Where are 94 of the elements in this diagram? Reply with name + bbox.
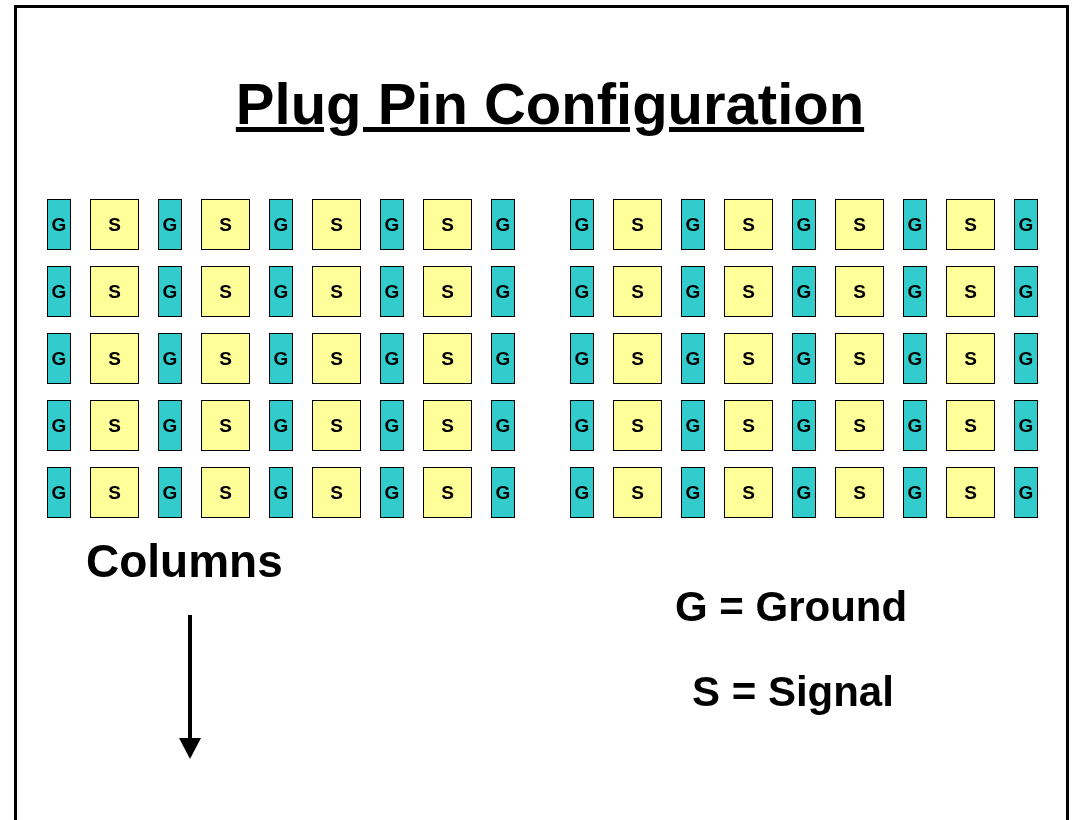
signal-pin: S [724,467,773,518]
signal-pin: S [724,400,773,451]
ground-pin: G [792,467,816,518]
signal-pin: S [613,333,662,384]
signal-pin: S [90,467,139,518]
ground-pin: G [570,333,594,384]
ground-pin: G [1014,333,1038,384]
ground-pin: G [792,333,816,384]
ground-pin: G [903,266,927,317]
ground-pin: G [903,199,927,250]
ground-pin: G [269,199,293,250]
ground-pin: G [1014,199,1038,250]
ground-pin: G [681,467,705,518]
signal-pin: S [312,467,361,518]
signal-pin: S [423,199,472,250]
signal-pin: S [201,467,250,518]
ground-pin: G [903,400,927,451]
ground-pin: G [269,467,293,518]
ground-pin: G [681,333,705,384]
ground-pin: G [47,467,71,518]
signal-pin: S [90,333,139,384]
ground-pin: G [681,400,705,451]
ground-pin: G [1014,400,1038,451]
signal-pin: S [201,199,250,250]
ground-pin: G [792,199,816,250]
ground-pin: G [903,333,927,384]
signal-pin: S [613,199,662,250]
ground-pin: G [269,400,293,451]
ground-pin: G [792,266,816,317]
ground-pin: G [380,400,404,451]
signal-pin: S [724,199,773,250]
signal-pin: S [90,400,139,451]
signal-pin: S [946,467,995,518]
ground-pin: G [491,199,515,250]
ground-pin: G [158,199,182,250]
signal-pin: S [423,400,472,451]
signal-pin: S [946,333,995,384]
legend-text: G = Ground [675,583,908,631]
ground-pin: G [47,199,71,250]
signal-pin: S [90,199,139,250]
signal-pin: S [724,333,773,384]
signal-pin: S [423,266,472,317]
ground-pin: G [570,199,594,250]
ground-pin: G [491,333,515,384]
signal-pin: S [946,400,995,451]
signal-pin: S [724,266,773,317]
ground-pin: G [47,266,71,317]
ground-pin: G [47,333,71,384]
signal-pin: S [423,467,472,518]
signal-pin: S [613,467,662,518]
signal-pin: S [201,333,250,384]
signal-pin: S [835,199,884,250]
signal-pin: S [312,333,361,384]
signal-pin: S [423,333,472,384]
axis-label: Columns [86,534,283,588]
ground-pin: G [47,400,71,451]
ground-pin: G [570,266,594,317]
signal-pin: S [90,266,139,317]
ground-pin: G [903,467,927,518]
legend-text: S = Signal [692,668,894,716]
ground-pin: G [380,467,404,518]
ground-pin: G [269,333,293,384]
ground-pin: G [1014,266,1038,317]
signal-pin: S [835,333,884,384]
ground-pin: G [158,467,182,518]
ground-pin: G [269,266,293,317]
signal-pin: S [946,266,995,317]
title: Plug Pin Configuration [234,70,866,137]
ground-pin: G [158,266,182,317]
signal-pin: S [312,199,361,250]
ground-pin: G [380,333,404,384]
ground-pin: G [570,400,594,451]
ground-pin: G [1014,467,1038,518]
signal-pin: S [201,266,250,317]
ground-pin: G [158,333,182,384]
signal-pin: S [835,266,884,317]
signal-pin: S [613,266,662,317]
ground-pin: G [380,266,404,317]
ground-pin: G [380,199,404,250]
signal-pin: S [312,266,361,317]
ground-pin: G [681,199,705,250]
signal-pin: S [201,400,250,451]
signal-pin: S [946,199,995,250]
signal-pin: S [312,400,361,451]
signal-pin: S [835,400,884,451]
ground-pin: G [491,266,515,317]
signal-pin: S [835,467,884,518]
ground-pin: G [681,266,705,317]
ground-pin: G [158,400,182,451]
ground-pin: G [570,467,594,518]
signal-pin: S [613,400,662,451]
ground-pin: G [792,400,816,451]
ground-pin: G [491,400,515,451]
ground-pin: G [491,467,515,518]
